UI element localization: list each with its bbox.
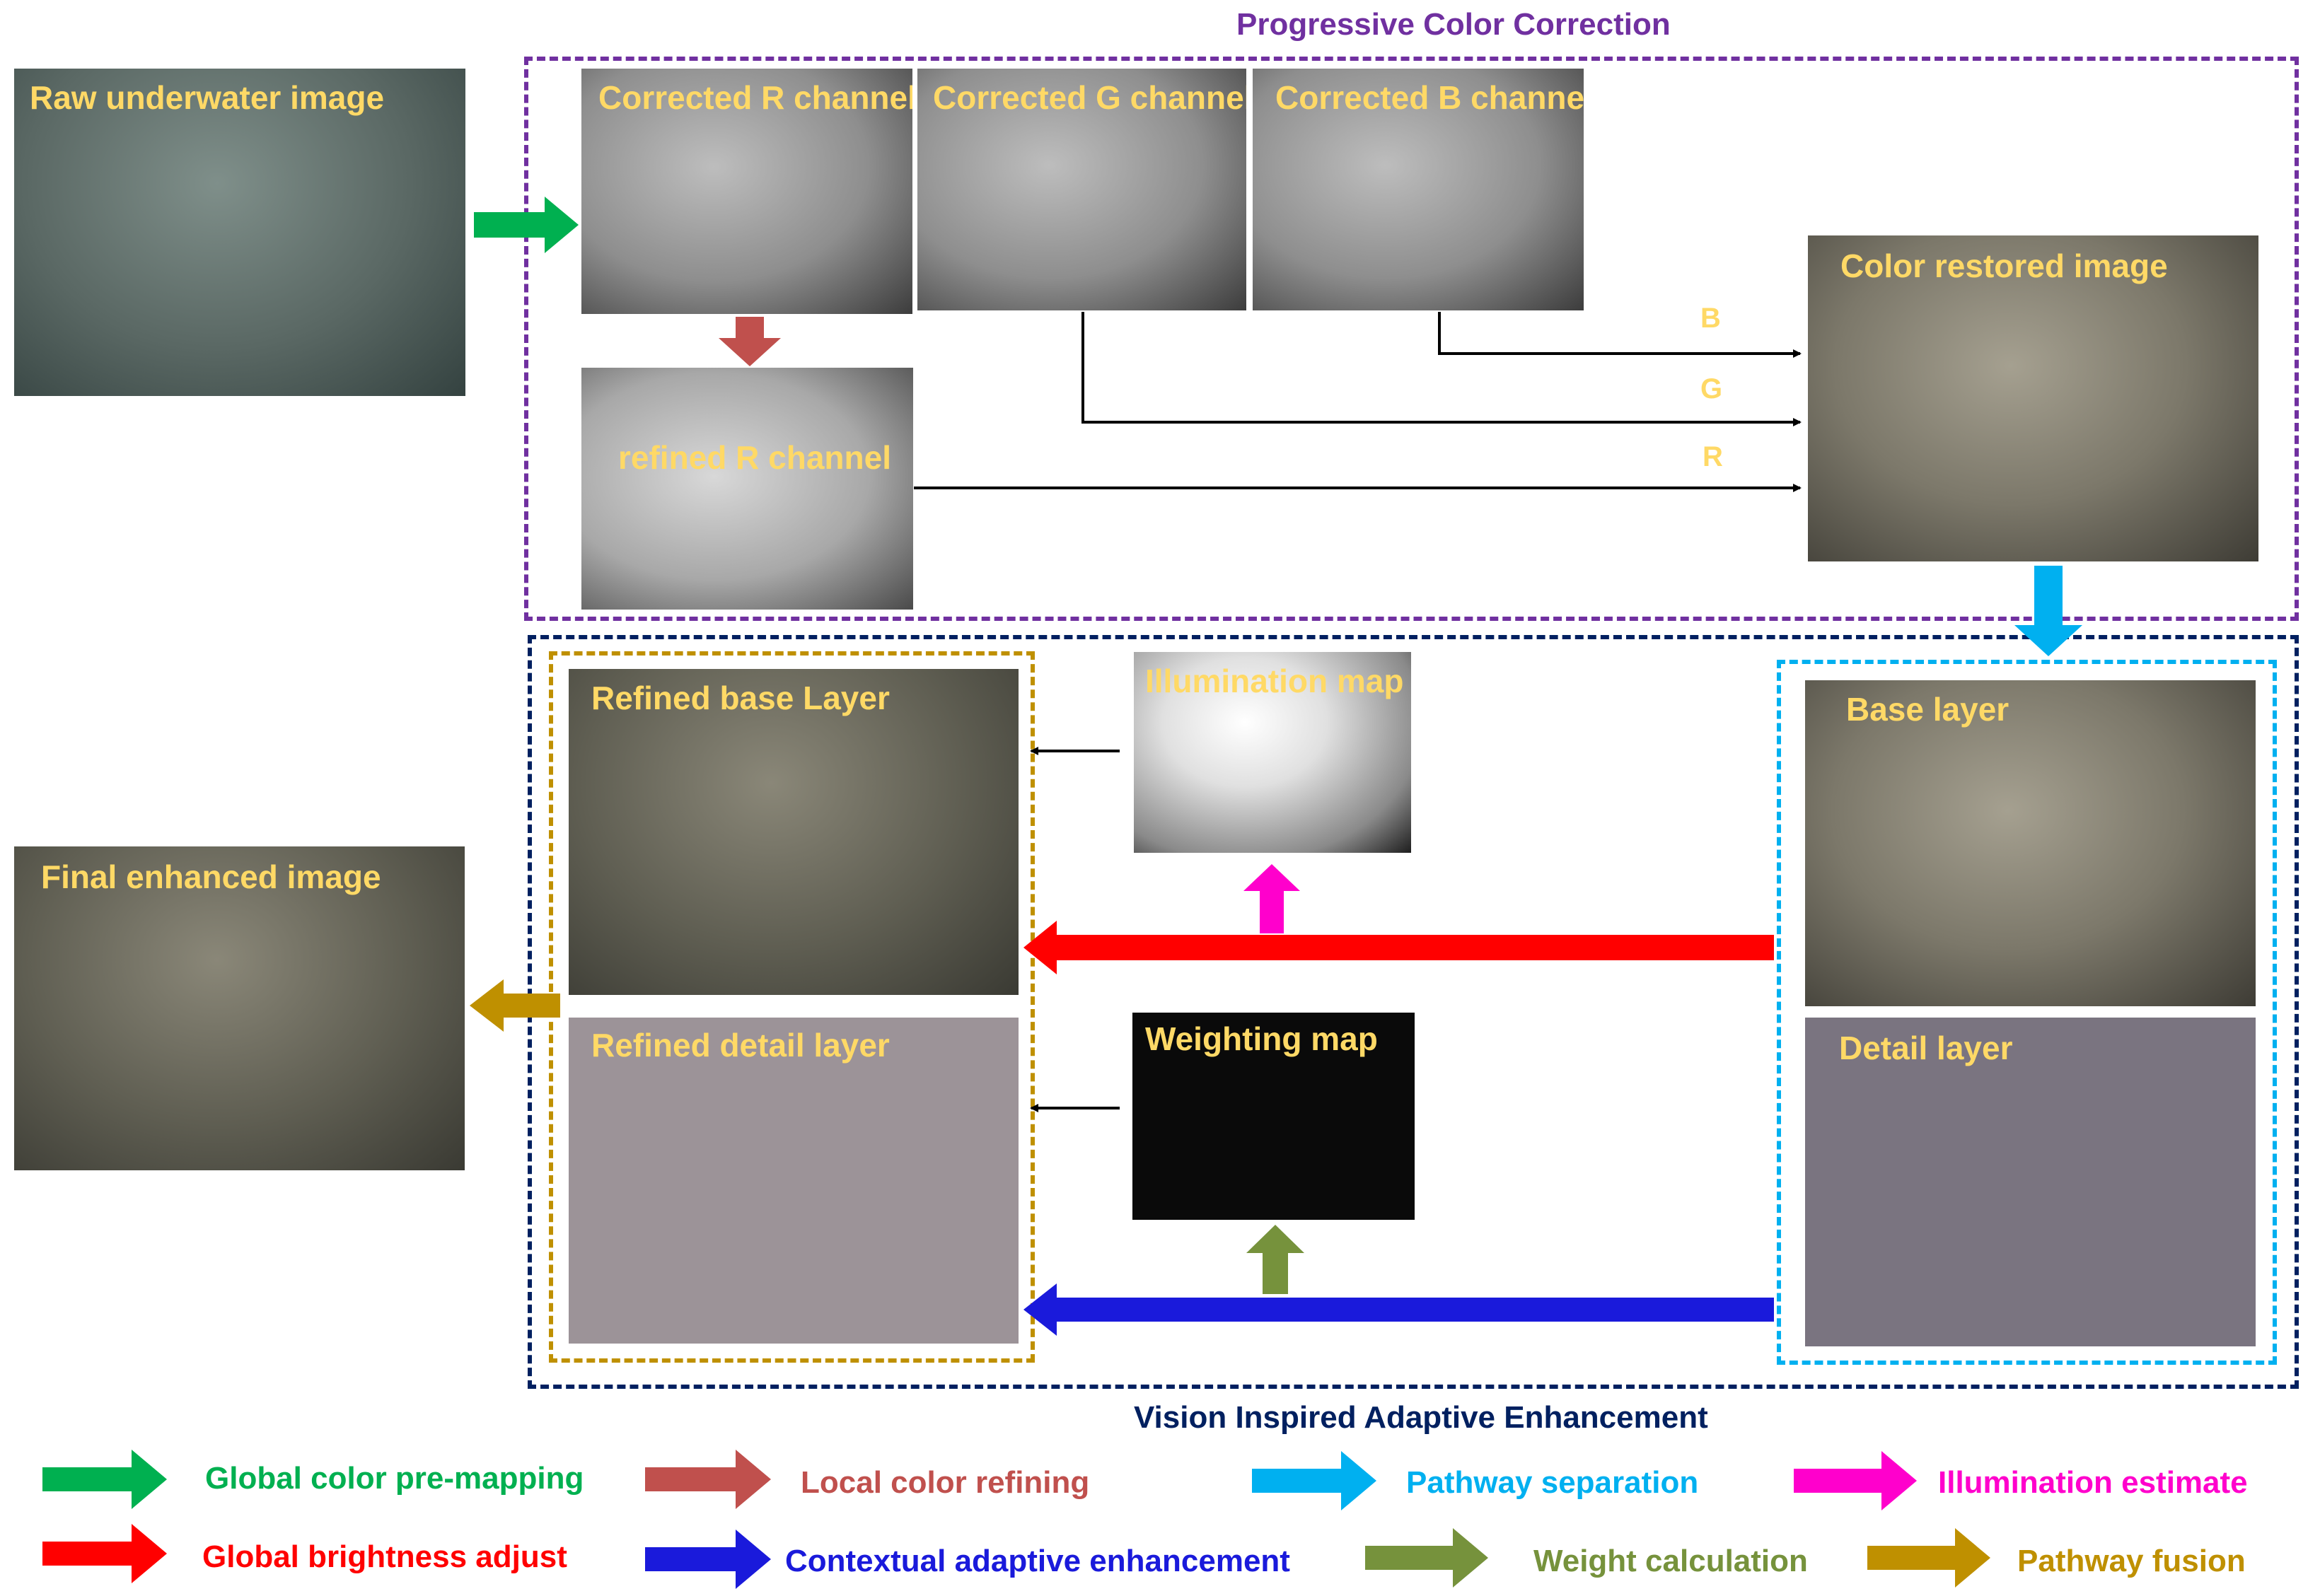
olive-weight-arrow <box>1246 1225 1304 1294</box>
legend-label-illumination-estimate: Illumination estimate <box>1938 1465 2248 1500</box>
brown-local-refining-arrow <box>719 317 781 366</box>
legend-arrow-global-color-pre-mapping <box>42 1450 167 1509</box>
channel-label-b: B <box>1700 303 1721 334</box>
raw-underwater-image: Raw underwater image <box>14 69 465 396</box>
legend-label-local-color-refining: Local color refining <box>801 1465 1090 1500</box>
legend-label-global-brightness-adjust: Global brightness adjust <box>202 1539 567 1574</box>
corrected-r-channel-caption: Corrected R channel <box>598 79 912 116</box>
legend-label-pathway-separation: Pathway separation <box>1406 1465 1699 1500</box>
legend-arrow-contextual-adaptive-enhancement <box>645 1530 771 1589</box>
refined-detail-layer-caption: Refined detail layer <box>591 1027 890 1064</box>
legend-label-contextual-adaptive-enhancement: Contextual adaptive enhancement <box>785 1544 1290 1578</box>
legend-arrow-weight-calculation <box>1365 1528 1488 1588</box>
cyan-pathway-separation-arrow <box>2014 566 2082 656</box>
corrected-b-channel-caption: Corrected B channel <box>1275 79 1584 116</box>
legend-label-pathway-fusion: Pathway fusion <box>2017 1544 2246 1578</box>
red-brightness-arrow <box>1023 921 1774 974</box>
color-restored-image-caption: Color restored image <box>1840 247 2168 284</box>
corrected-g-channel-caption: Corrected G channel <box>933 79 1246 116</box>
legend-arrow-global-brightness-adjust <box>42 1524 167 1583</box>
detail-layer-caption: Detail layer <box>1839 1030 2013 1066</box>
channel-label-r: R <box>1703 441 1723 472</box>
refined-r-channel-image: refined R channel <box>581 368 913 610</box>
refined-detail-layer-image: Refined detail layer <box>569 1018 1019 1344</box>
weighting-map-caption: Weighting map <box>1145 1020 1378 1057</box>
g-channel-line <box>1081 312 1802 426</box>
frame-separated-layers <box>1777 660 2277 1365</box>
raw-underwater-image-caption: Raw underwater image <box>30 79 385 116</box>
refined-r-channel-caption: refined R channel <box>618 439 891 476</box>
corrected-g-channel-image: Corrected G channel <box>917 69 1246 310</box>
gold-fusion-arrow <box>470 979 560 1032</box>
corrected-r-channel-image: Corrected R channel <box>581 69 912 314</box>
channel-label-g: G <box>1700 373 1723 404</box>
magenta-illumination-arrow <box>1243 864 1300 933</box>
color-restored-image: Color restored image <box>1808 235 2258 561</box>
refined-base-layer-image: Refined base Layer <box>569 669 1019 995</box>
legend-arrow-illumination-estimate <box>1794 1451 1917 1510</box>
blue-contextual-arrow <box>1023 1283 1774 1336</box>
legend-label-global-color-pre-mapping: Global color pre-mapping <box>205 1461 584 1496</box>
legend-arrow-pathway-fusion <box>1867 1528 1990 1588</box>
base-layer-image: Base layer <box>1805 680 2256 1006</box>
final-enhanced-image: Final enhanced image <box>14 846 465 1170</box>
weighting-map-image: Weighting map <box>1132 1013 1415 1220</box>
title-vision-inspired-enhancement: Vision Inspired Adaptive Enhancement <box>1134 1400 1708 1435</box>
green-pre-mapping-arrow <box>474 197 579 253</box>
base-layer-caption: Base layer <box>1846 691 2009 728</box>
legend-arrow-pathway-separation <box>1252 1451 1376 1510</box>
title-progressive-color-correction: Progressive Color Correction <box>1236 7 1671 42</box>
refined-base-layer-caption: Refined base Layer <box>591 680 890 716</box>
final-enhanced-image-caption: Final enhanced image <box>41 858 381 895</box>
illumination-map-image: Illumination map <box>1134 652 1411 853</box>
legend-arrow-local-color-refining <box>645 1450 771 1509</box>
corrected-b-channel-image: Corrected B channel <box>1253 69 1584 310</box>
legend-label-weight-calculation: Weight calculation <box>1533 1544 1808 1578</box>
detail-layer-image: Detail layer <box>1805 1018 2256 1346</box>
illumination-map-caption: Illumination map <box>1145 663 1404 699</box>
frame-progressive-color-correction <box>524 57 2299 621</box>
b-channel-line <box>1438 312 1802 358</box>
